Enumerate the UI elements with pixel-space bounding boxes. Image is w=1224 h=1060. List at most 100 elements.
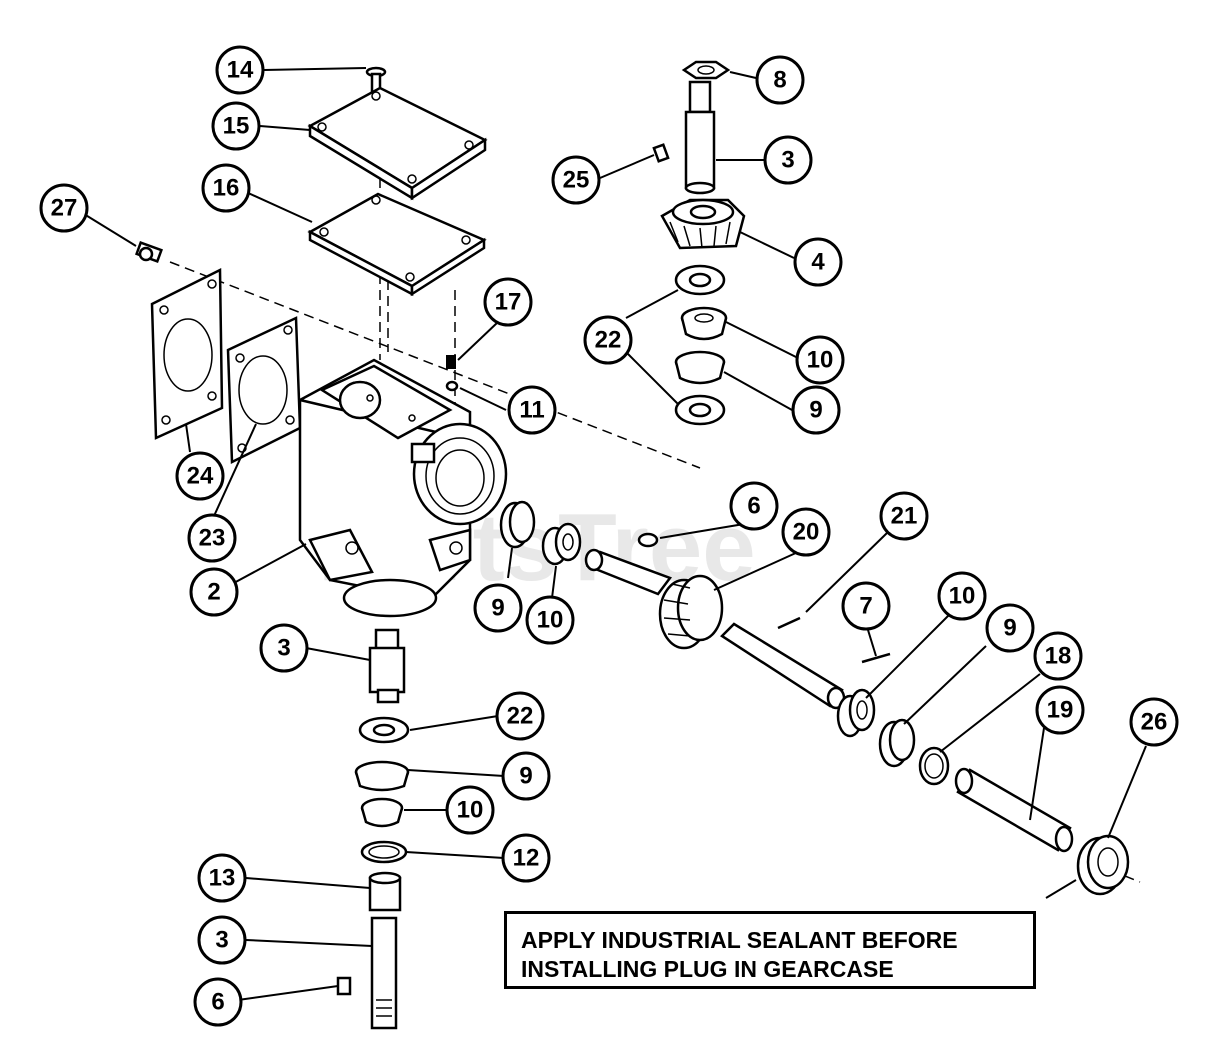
callout-25: 25	[551, 155, 601, 205]
callout-6-bottom: 6	[193, 977, 243, 1027]
part-gear-shaft-20	[584, 548, 846, 710]
svg-text:17: 17	[495, 289, 522, 316]
callout-6-mid: 6	[729, 481, 779, 531]
callout-16: 16	[201, 163, 251, 213]
svg-text:16: 16	[213, 175, 240, 202]
part-gasket-23	[226, 316, 302, 464]
callout-10-top: 10	[795, 335, 845, 385]
svg-text:4: 4	[811, 249, 825, 276]
svg-text:7: 7	[859, 593, 872, 620]
part-sleeve-13	[368, 871, 402, 912]
callout-26: 26	[1129, 697, 1179, 747]
svg-text:22: 22	[595, 327, 622, 354]
svg-text:6: 6	[747, 493, 760, 520]
part-shaft-3-top	[684, 80, 716, 195]
svg-text:11: 11	[519, 397, 544, 424]
svg-text:8: 8	[773, 67, 786, 94]
part-gasket-24	[150, 267, 224, 440]
callout-27: 27	[39, 183, 89, 233]
svg-text:3: 3	[215, 927, 228, 954]
svg-text:14: 14	[227, 57, 254, 84]
part-bearing-cup-9-mid	[499, 500, 536, 549]
part-gear-housing-2	[298, 358, 508, 618]
callout-22-bottom: 22	[495, 691, 545, 741]
part-pin-7	[861, 652, 891, 664]
part-seal-12	[360, 840, 408, 864]
part-bearing-cup-9-bottom	[354, 760, 410, 792]
callout-10-mid: 10	[525, 595, 575, 645]
sealant-note: APPLY INDUSTRIAL SEALANT BEFORE INSTALLI…	[504, 911, 1036, 989]
callout-3-middle: 3	[259, 623, 309, 673]
callout-labels: 14 15 16 27 17 11 24 23 2 8 25 3 4 22 10…	[39, 45, 1179, 1027]
svg-text:3: 3	[277, 635, 290, 662]
part-bearing-cup-9-top	[674, 350, 726, 385]
callout-21: 21	[879, 491, 929, 541]
callout-4: 4	[793, 237, 843, 287]
svg-text:10: 10	[457, 797, 484, 824]
svg-text:15: 15	[223, 113, 250, 140]
callout-14: 14	[215, 45, 265, 95]
svg-text:23: 23	[199, 525, 226, 552]
svg-text:20: 20	[793, 519, 820, 546]
part-bearing-10-mid	[541, 522, 582, 566]
callout-8: 8	[755, 55, 805, 105]
part-shaft-3-middle	[368, 628, 406, 704]
callout-19: 19	[1035, 685, 1085, 735]
callout-3-bottom: 3	[197, 915, 247, 965]
part-bearing-10-top	[680, 306, 728, 341]
sealant-note-line-2: INSTALLING PLUG IN GEARCASE	[521, 956, 894, 982]
callout-9-bottom: 9	[501, 751, 551, 801]
part-bearing-cup-9-right	[878, 718, 916, 768]
svg-text:9: 9	[1003, 615, 1016, 642]
svg-text:26: 26	[1141, 709, 1168, 736]
svg-text:6: 6	[211, 989, 224, 1016]
part-washer-22-middle	[674, 394, 726, 426]
svg-text:13: 13	[209, 865, 236, 892]
callout-12: 12	[501, 833, 551, 883]
svg-text:24: 24	[187, 463, 214, 490]
callout-22-top: 22	[583, 315, 633, 365]
callout-13: 13	[197, 853, 247, 903]
part-bolt-27	[135, 240, 163, 264]
callout-23: 23	[187, 513, 237, 563]
callout-20: 20	[781, 507, 831, 557]
callout-10-right: 10	[937, 571, 987, 621]
svg-text:25: 25	[563, 167, 590, 194]
callout-9-right: 9	[985, 603, 1035, 653]
svg-text:10: 10	[949, 583, 976, 610]
callout-10-bottom: 10	[445, 785, 495, 835]
callout-9-top: 9	[791, 385, 841, 435]
part-key-25	[652, 143, 670, 163]
callout-15: 15	[211, 101, 261, 151]
part-plug-26	[1076, 834, 1130, 896]
sealant-note-line-1: APPLY INDUSTRIAL SEALANT BEFORE	[521, 927, 958, 953]
part-nut-8	[681, 60, 731, 80]
part-bearing-10-bottom	[360, 797, 404, 828]
part-plug-11	[445, 380, 459, 392]
leader-lines	[83, 67, 1147, 1001]
svg-text:19: 19	[1047, 697, 1074, 724]
part-sleeve-19	[954, 767, 1074, 853]
callout-3-top: 3	[763, 135, 813, 185]
svg-text:10: 10	[807, 347, 834, 374]
part-gasket-16	[307, 192, 487, 297]
svg-text:9: 9	[809, 397, 822, 424]
part-key-6-mid	[637, 532, 659, 548]
callout-7: 7	[841, 581, 891, 631]
part-setscrew-17	[446, 355, 456, 369]
callout-24: 24	[175, 451, 225, 501]
part-pin-21	[777, 616, 801, 630]
part-bearing-10-right	[836, 688, 876, 738]
callout-9-mid: 9	[473, 583, 523, 633]
svg-text:21: 21	[891, 503, 918, 530]
part-washer-22-top	[674, 264, 726, 296]
svg-text:10: 10	[537, 607, 564, 634]
callout-17: 17	[483, 277, 533, 327]
part-bevel-gear-4	[660, 198, 746, 250]
part-seal-18	[918, 746, 950, 786]
part-washer-22-bottom	[358, 716, 410, 744]
callout-11: 11	[507, 385, 557, 435]
callout-2: 2	[189, 567, 239, 617]
svg-text:27: 27	[51, 195, 78, 222]
